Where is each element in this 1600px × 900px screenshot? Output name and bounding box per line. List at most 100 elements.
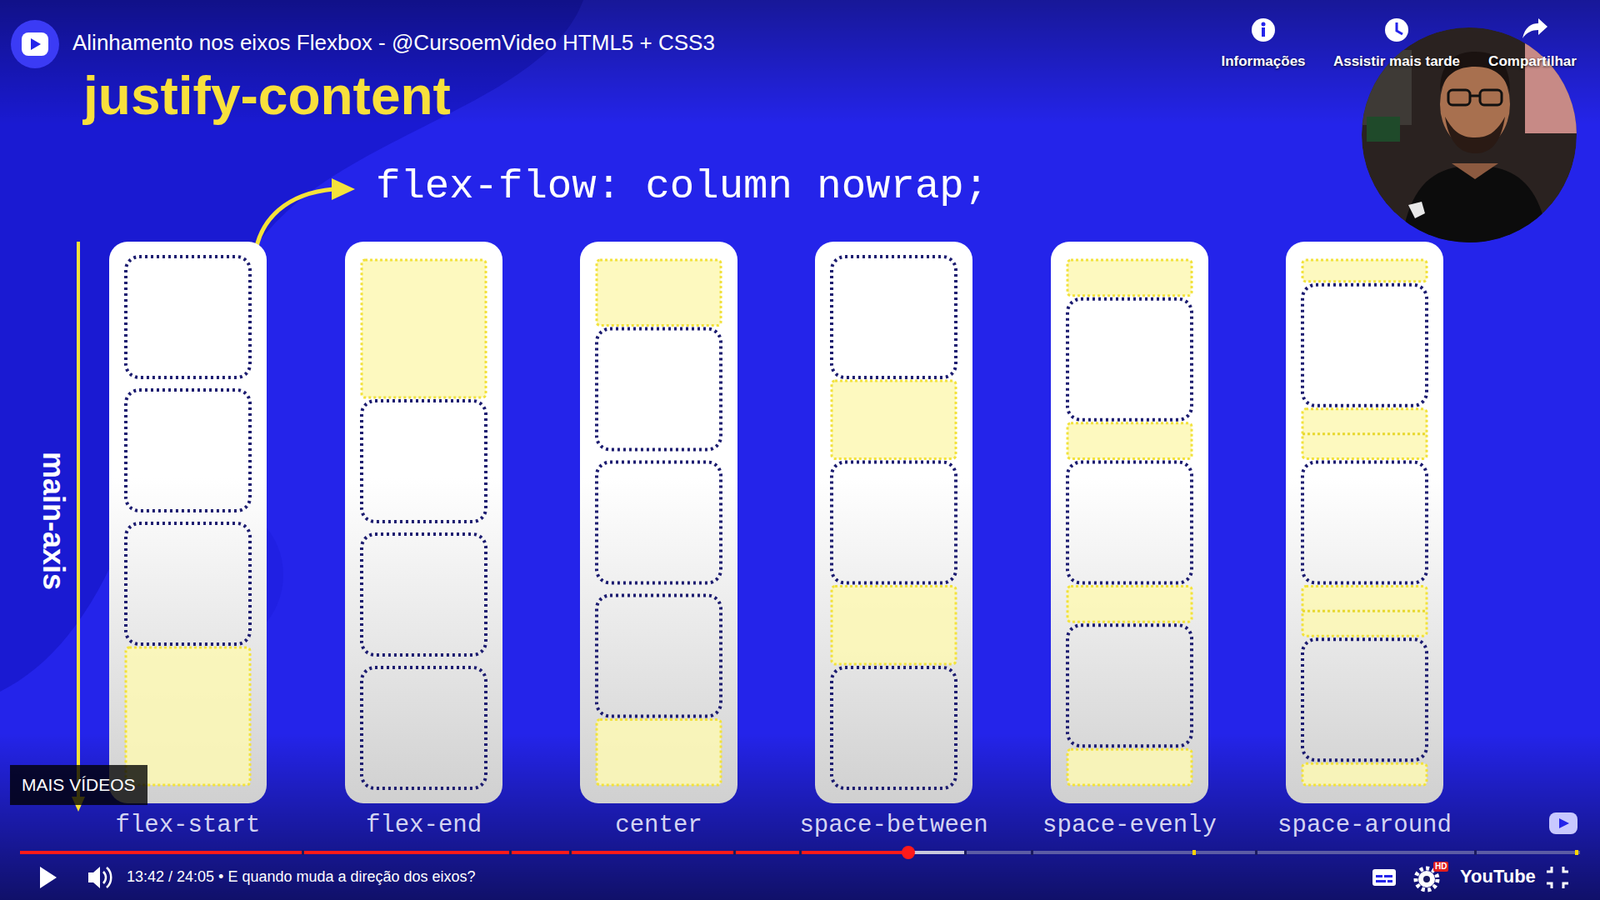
subtitles-icon [1387, 880, 1393, 883]
progress-bar [569, 850, 572, 855]
free-space [1302, 586, 1427, 637]
progress-bar [733, 850, 736, 855]
subtitles-icon [1384, 875, 1393, 878]
play-button [40, 866, 57, 889]
clock-icon [1385, 18, 1409, 42]
webcam-inset [1448, 90, 1470, 105]
flex-flow-pointer [331, 178, 355, 200]
free-space [1067, 749, 1192, 785]
free-space [1302, 763, 1427, 785]
fullscreen-exit-icon [1563, 866, 1569, 872]
info-icon [1261, 27, 1265, 37]
subtitles-icon [1372, 869, 1396, 886]
progress-bar [20, 850, 1580, 855]
flex-item [1067, 299, 1192, 420]
free-space [831, 586, 956, 665]
player-logo: YouTube [1460, 865, 1536, 887]
webcam-inset [1451, 163, 1499, 180]
flex-flow-pointer [255, 189, 334, 255]
fullscreen-exit-icon [1546, 883, 1552, 889]
toolbar-label: Compartilhar [1488, 53, 1577, 70]
free-space [361, 260, 486, 398]
free-space [596, 260, 721, 326]
more-videos-button: MAIS VÍDEOS [10, 765, 148, 805]
subtitles-icon [1375, 875, 1383, 878]
flex-container: space-around [1285, 241, 1444, 804]
flex-items-illustration [1285, 241, 1444, 804]
value-label: space-between [799, 812, 988, 840]
free-space [1067, 586, 1192, 623]
progress-bar [1255, 850, 1258, 855]
webcam-inset [1525, 33, 1584, 134]
flex-items-illustration [580, 241, 738, 804]
value-label: center [615, 812, 702, 840]
flex-item [1302, 462, 1427, 584]
free-space [596, 720, 721, 786]
flex-item [831, 256, 956, 378]
share-icon [1522, 18, 1548, 39]
clock-icon [1396, 22, 1403, 35]
channel-watermark [1549, 812, 1578, 835]
flex-item [361, 534, 486, 655]
slide-heading: justify-content [83, 66, 451, 125]
flex-items-illustration [1050, 241, 1209, 804]
volume-icon [88, 866, 100, 889]
hd-badge: HD [1433, 861, 1449, 872]
free-space [1067, 260, 1192, 296]
clock-icon [1385, 18, 1409, 42]
flex-container: center [580, 241, 738, 804]
info-icon [1251, 18, 1275, 42]
flex-item [1302, 639, 1427, 760]
flex-item [125, 390, 250, 511]
flex-items-illustration [109, 241, 267, 804]
play-button [40, 866, 57, 889]
flex-item [596, 462, 721, 584]
flex-item [361, 667, 486, 789]
settings-gear [1418, 870, 1435, 888]
flex-item [831, 462, 956, 584]
channel-logo [30, 38, 41, 50]
free-space [1302, 260, 1427, 282]
info-icon [1251, 18, 1275, 42]
fullscreen-exit-icon [1563, 883, 1569, 889]
webcam-inset [1470, 95, 1480, 98]
progress-bar [964, 850, 967, 855]
progress-bar [799, 850, 802, 855]
background [0, 0, 1600, 125]
channel-logo [10, 20, 60, 69]
time-chapter: 13:42 / 24:05 • E quando muda a direção … [126, 868, 476, 886]
code-line: flex-flow: column nowrap; [375, 163, 989, 210]
channel-logo [21, 32, 49, 56]
progress-bar [1192, 850, 1196, 855]
free-space [1067, 423, 1192, 460]
free-space [1302, 409, 1427, 460]
progress-bar [1575, 850, 1579, 855]
flex-item [1067, 462, 1192, 584]
flex-item [361, 400, 486, 522]
flex-container: space-evenly [1050, 241, 1209, 804]
volume-icon [88, 866, 111, 889]
progress-bar [901, 845, 915, 860]
progress-bar [20, 850, 909, 855]
space-divider [1302, 610, 1427, 613]
flex-item [125, 523, 250, 645]
flex-item [125, 256, 250, 378]
volume-icon [103, 871, 106, 884]
flex-item [1302, 285, 1427, 406]
progress-bar [908, 850, 965, 855]
flex-container: space-between [815, 241, 973, 804]
main-axis-arrow [76, 241, 80, 799]
free-space [125, 647, 250, 785]
value-label: flex-start [115, 812, 260, 840]
flex-items-illustration [345, 241, 503, 804]
axis-label: main-axis [35, 451, 70, 590]
value-label: space-around [1277, 812, 1452, 840]
channel-logo [10, 20, 60, 69]
video-title: Alinhamento nos eixos Flexbox - @Cursoem… [72, 30, 715, 56]
main-axis-arrow [71, 241, 85, 812]
value-label: flex-end [365, 812, 482, 840]
progress-bar [509, 850, 512, 855]
progress-bar [1474, 850, 1477, 855]
